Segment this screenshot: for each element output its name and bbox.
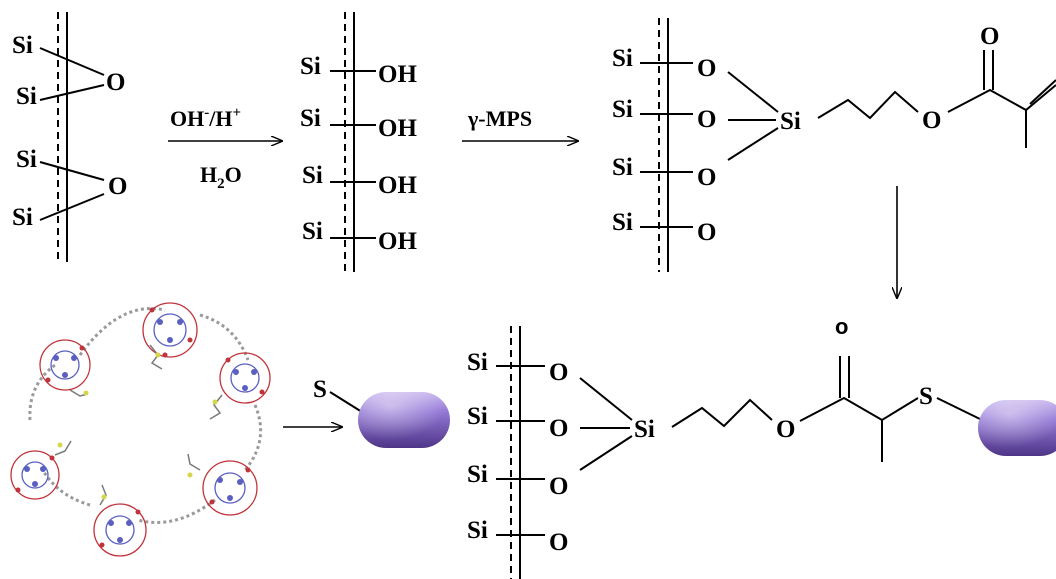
o-atom: O: [697, 55, 716, 82]
hydrolysis-reagent-label: OH-/H+: [170, 105, 241, 131]
final-grafted-surface: Si Si Si Si O O O O Si O o S: [467, 314, 1056, 579]
o-atom: O: [549, 473, 568, 500]
o-atom: O: [549, 415, 568, 442]
si-atom: Si: [12, 204, 33, 231]
si-atom: Si: [467, 403, 488, 430]
mof-cluster: [39, 339, 91, 391]
o-atom: O: [549, 359, 568, 386]
oh-group: OH: [378, 228, 417, 255]
silanization-arrow: γ-MPS: [462, 106, 578, 141]
mof-cluster: [93, 503, 147, 557]
si-atom: Si: [302, 162, 323, 189]
s-atom: S: [313, 376, 327, 403]
si-atom: Si: [612, 154, 633, 181]
oh-group: OH: [378, 115, 417, 142]
s-atom: S: [919, 383, 933, 410]
o-atom-carbonyl: O: [980, 23, 999, 50]
mps-grafted-surface: Si Si Si Si O O O O Si O O: [612, 18, 1056, 272]
o-atom: O: [697, 106, 716, 133]
o-atom-ester: O: [776, 416, 795, 443]
o-atom-carbonyl: o: [835, 314, 848, 339]
siloxane-surface: Si Si O Si Si O: [12, 12, 127, 262]
thiol-capsule: S: [313, 376, 450, 448]
si-atom: Si: [612, 96, 633, 123]
si-atom: Si: [467, 461, 488, 488]
o-atom: O: [697, 164, 716, 191]
si-atom: Si: [16, 146, 37, 173]
silanization-reagent-label: γ-MPS: [467, 106, 532, 131]
mof-cluster: [219, 352, 271, 404]
mof-cluster: [202, 460, 258, 516]
o-atom: O: [106, 69, 125, 96]
si-atom: Si: [302, 218, 323, 245]
si-atom: Si: [12, 32, 33, 59]
si-atom: Si: [16, 83, 37, 110]
si-atom: Si: [612, 209, 633, 236]
silanol-surface: Si Si Si Si OH OH OH OH: [300, 12, 417, 272]
si-atom: Si: [467, 349, 488, 376]
o-atom: O: [108, 173, 127, 200]
si-atom: Si: [612, 45, 633, 72]
oh-group: OH: [378, 172, 417, 199]
oh-group: OH: [378, 61, 417, 88]
si-atom: Si: [300, 53, 321, 80]
si-atom-silane: Si: [780, 108, 801, 135]
mof-cluster: [142, 302, 198, 358]
mof-ring-structure: [10, 302, 271, 557]
mof-cluster: [10, 450, 60, 500]
si-atom-silane: Si: [634, 416, 655, 443]
si-atom: Si: [300, 105, 321, 132]
o-atom-ester: O: [922, 107, 941, 134]
si-atom: Si: [467, 517, 488, 544]
o-atom: O: [549, 529, 568, 556]
o-atom: O: [697, 219, 716, 246]
hydrolysis-solvent-label: H2O: [200, 162, 242, 192]
hydrolysis-arrow: OH-/H+ H2O: [168, 105, 282, 192]
